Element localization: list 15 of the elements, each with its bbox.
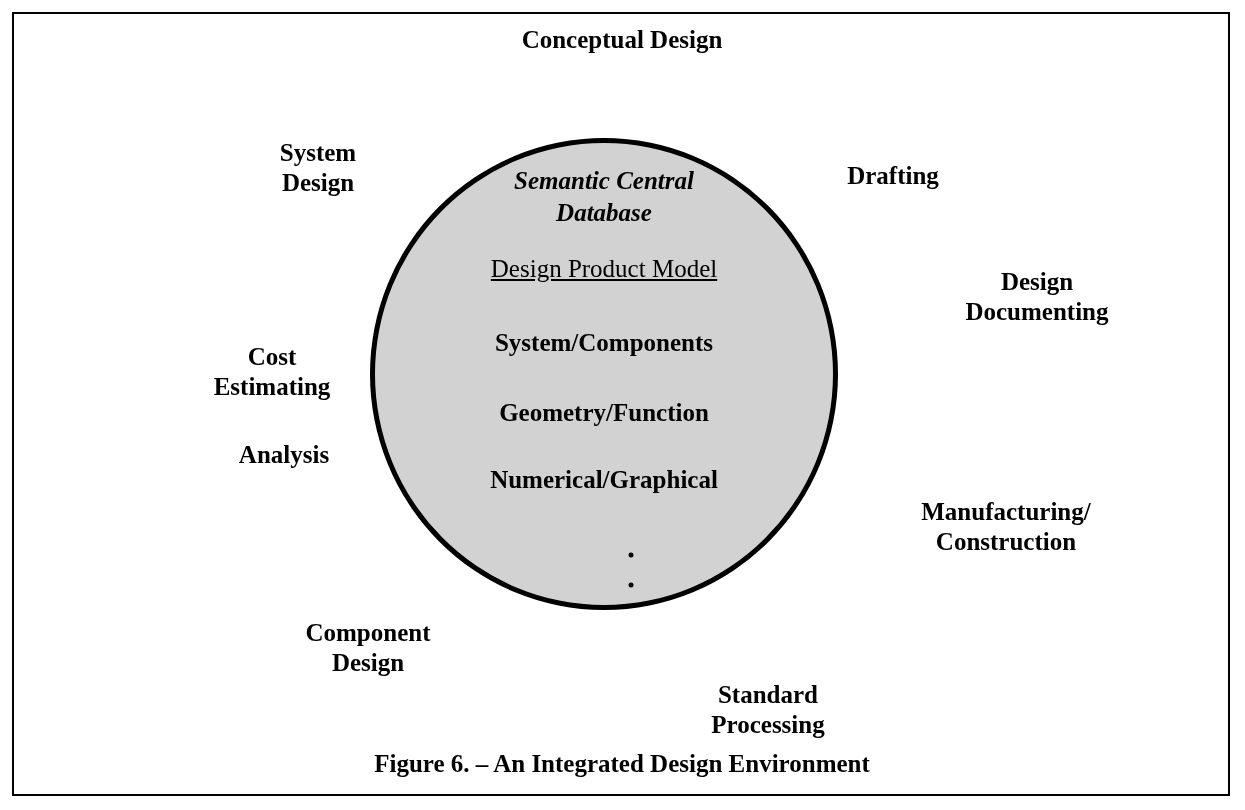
model-layer-text: Numerical/Graphical	[490, 465, 718, 495]
activity-label: Manufacturing/ Construction	[920, 497, 1092, 557]
model-heading: Design Product Model	[490, 254, 718, 284]
activity-label: Standard Processing	[710, 680, 826, 740]
activity-label: System Design	[278, 138, 358, 198]
database-title: Semantic Central Database	[513, 166, 695, 228]
model-layer-text: System/Components	[494, 328, 714, 358]
figure-caption: Figure 6. – An Integrated Design Environment	[374, 749, 870, 779]
activity-label: Component Design	[304, 618, 432, 678]
activity-label: Conceptual Design	[520, 25, 724, 55]
activity-label: Cost Estimating	[212, 342, 332, 402]
activity-label: Analysis	[237, 440, 331, 470]
activity-label: Drafting	[846, 161, 940, 191]
model-layer-text: Geometry/Function	[499, 398, 709, 428]
activity-label: Design Documenting	[964, 267, 1110, 327]
